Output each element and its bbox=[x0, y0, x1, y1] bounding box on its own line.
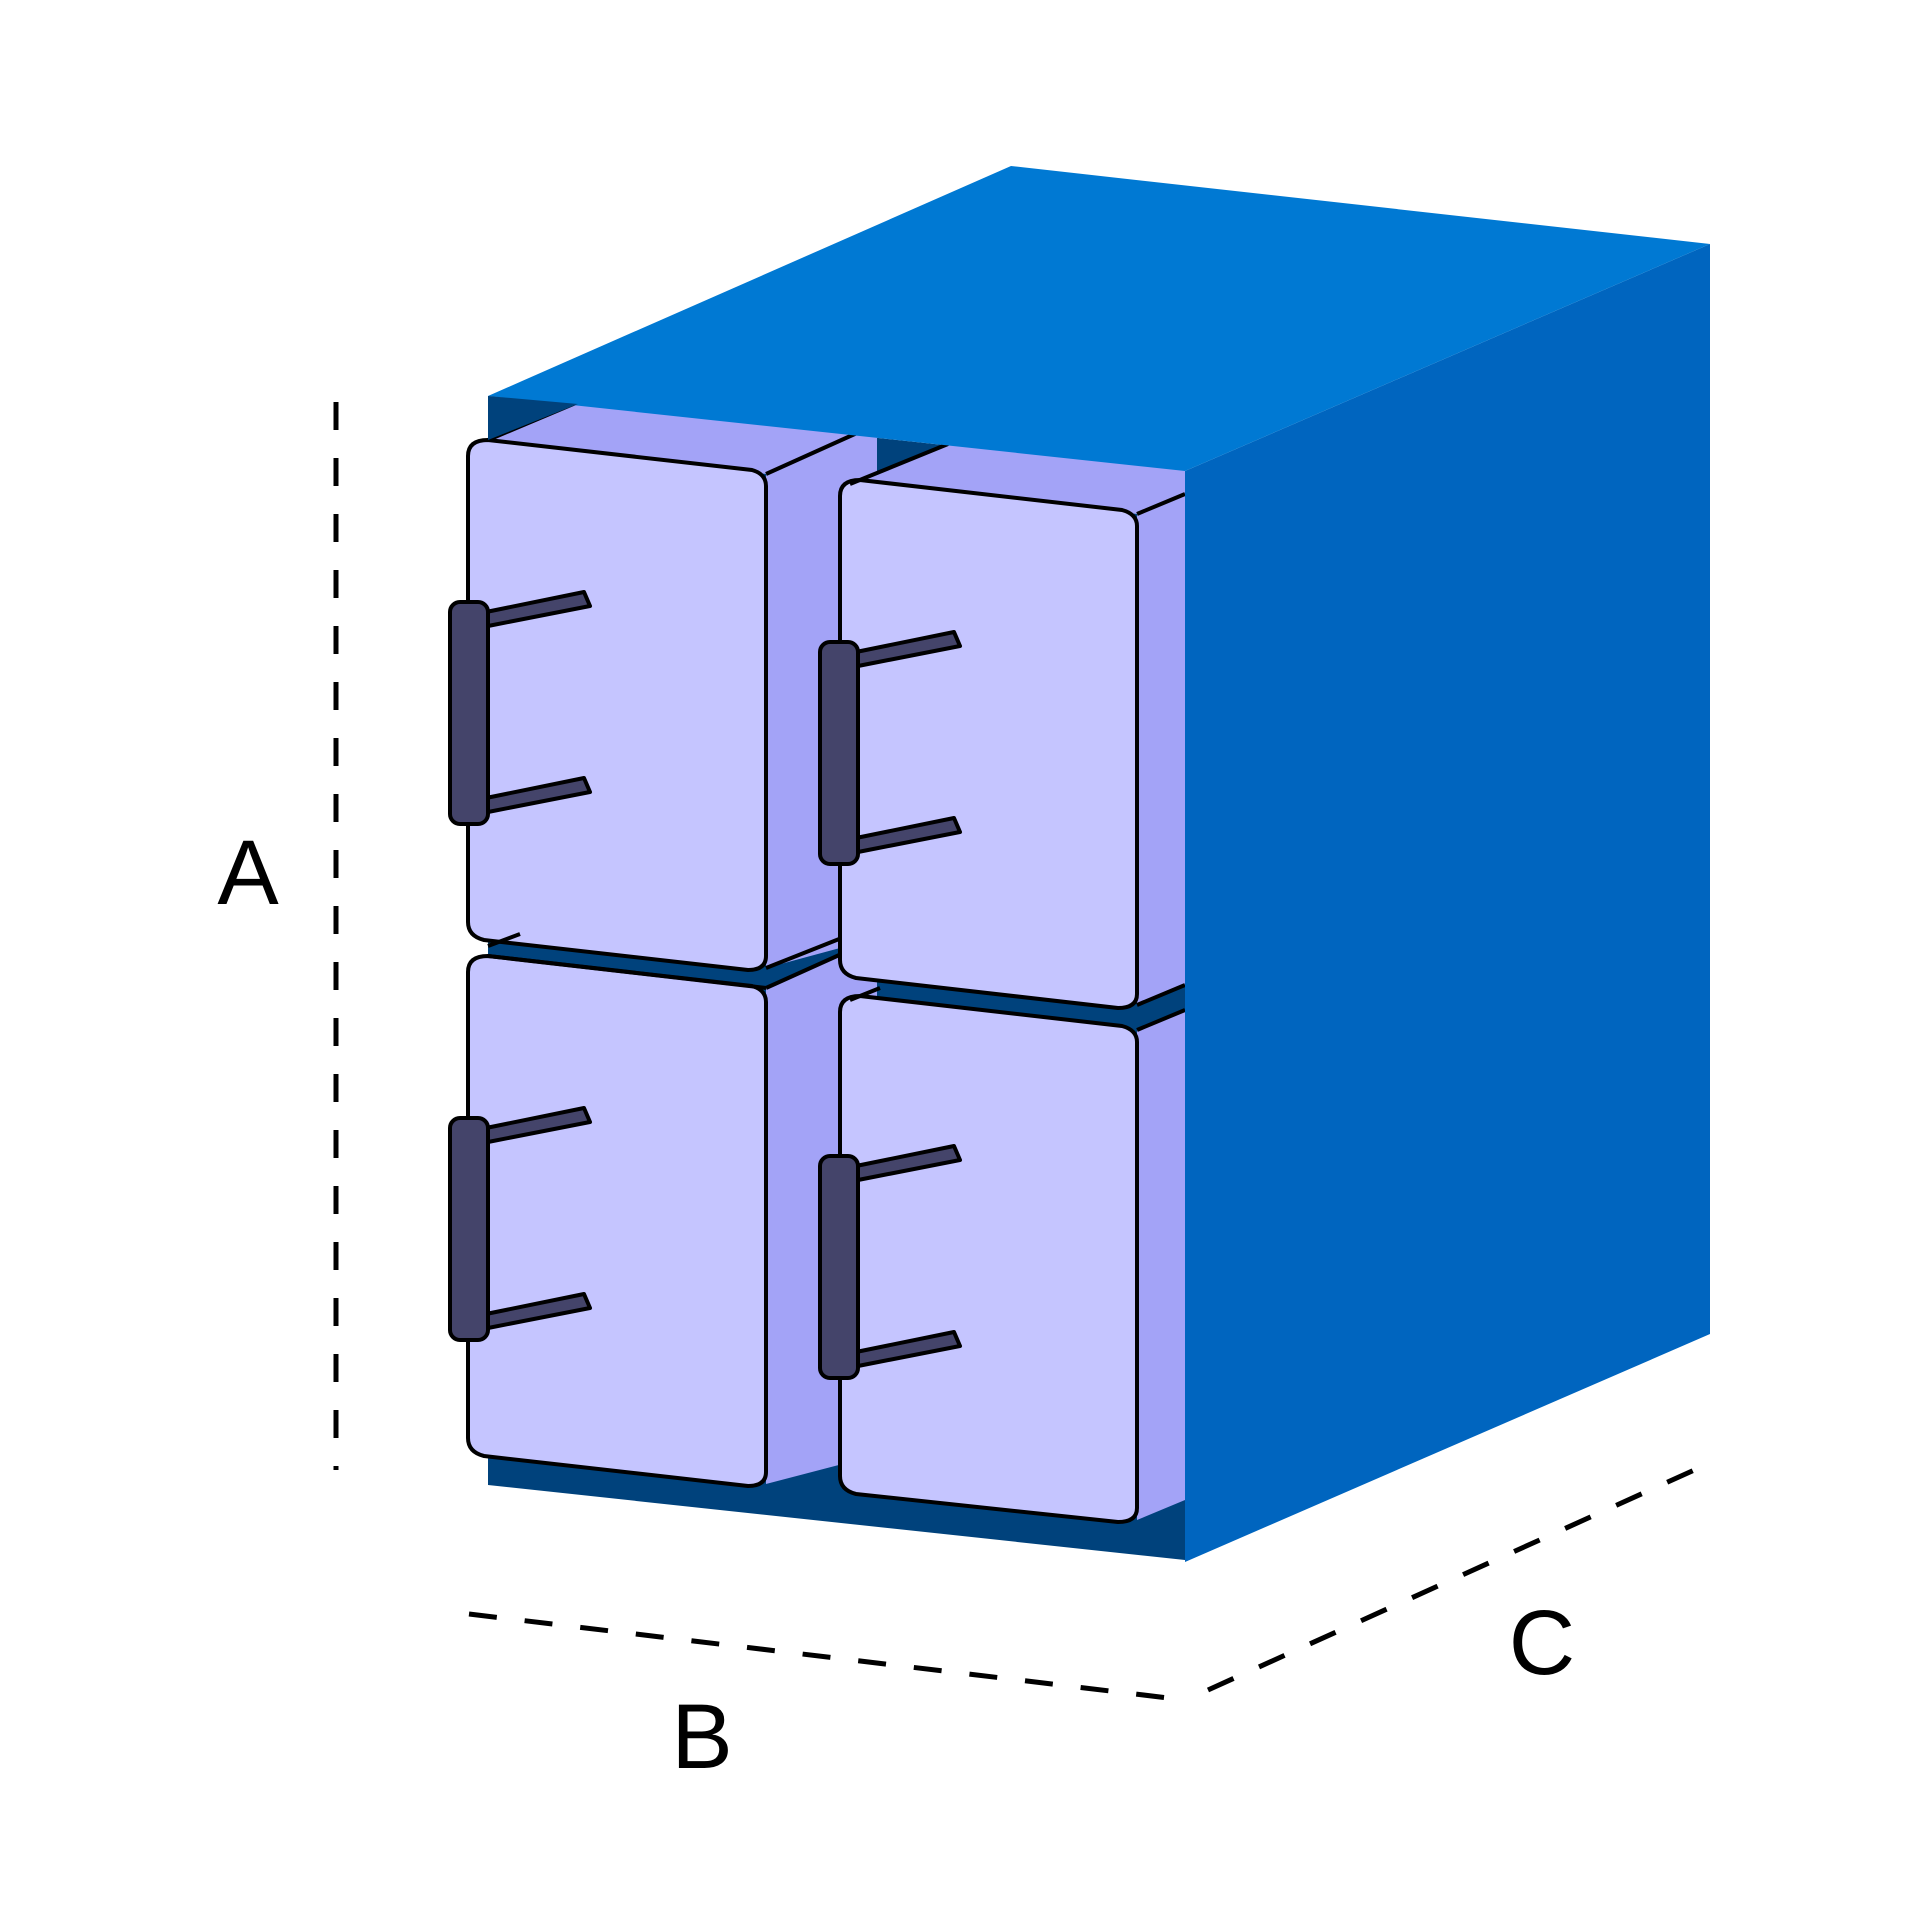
dimension-line-width bbox=[468, 1611, 1186, 1703]
door-bottom-left-face bbox=[466, 954, 768, 1488]
cabinet-side-face bbox=[1185, 244, 1710, 1562]
handle-bottom-left bbox=[448, 1106, 592, 1342]
door-top-right bbox=[838, 442, 1186, 1010]
door-bottom-right bbox=[838, 986, 1186, 1524]
dimension-line-depth bbox=[1206, 1459, 1714, 1693]
cabinet-top-face bbox=[488, 166, 1710, 471]
door-top-left-face bbox=[466, 438, 768, 972]
handle-top-right bbox=[818, 630, 962, 866]
door-bottom-left bbox=[466, 932, 878, 1488]
door-bottom-right-face bbox=[838, 994, 1139, 1524]
door-top-right-face bbox=[838, 478, 1139, 1010]
cabinet-left-edge bbox=[488, 396, 578, 440]
door-top-left bbox=[466, 400, 878, 972]
label-depth: C bbox=[1509, 1592, 1575, 1694]
label-height: A bbox=[217, 822, 279, 924]
door-bottom-right-side bbox=[1137, 1010, 1185, 1520]
handle-bottom-right bbox=[818, 1144, 962, 1380]
label-width: B bbox=[671, 1686, 732, 1788]
door-top-right-side bbox=[1137, 494, 1185, 1005]
handle-top-left bbox=[448, 590, 592, 826]
